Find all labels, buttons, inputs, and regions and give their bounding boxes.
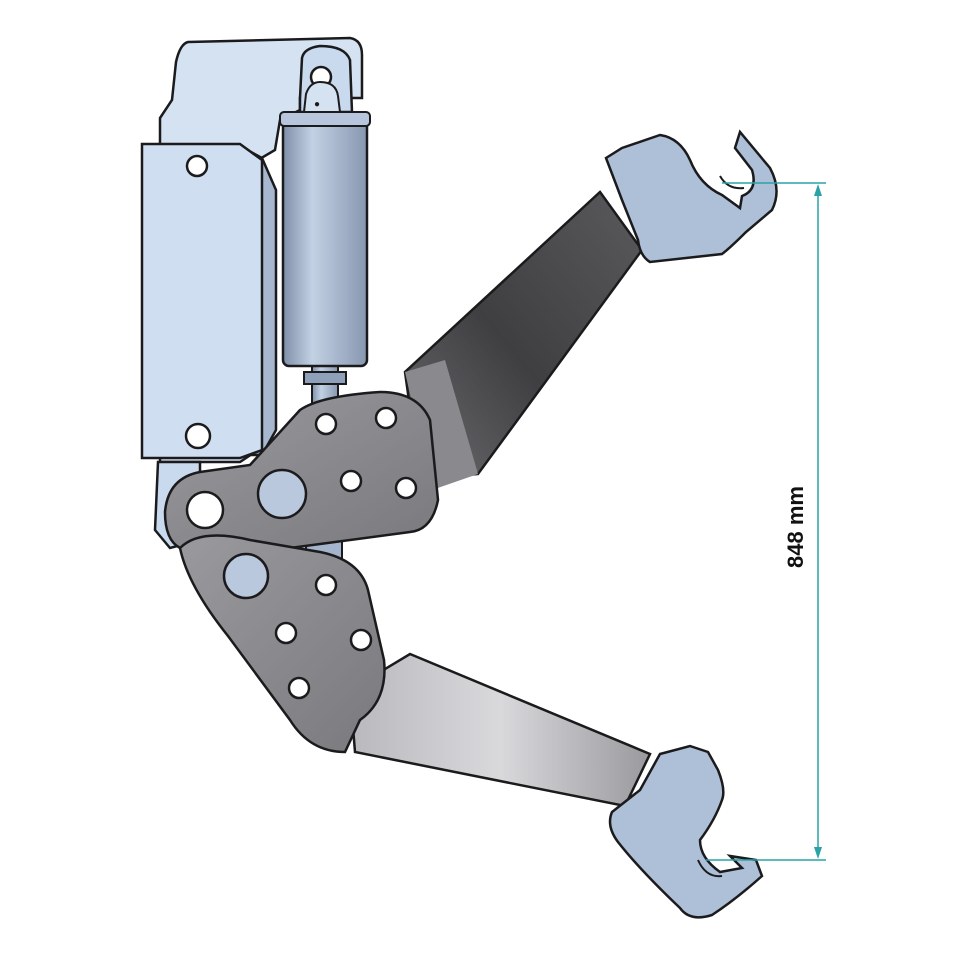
side-box-face <box>140 142 264 460</box>
upper-bolt-hole-c <box>339 469 363 493</box>
lower-bolt-hole-b <box>274 621 298 645</box>
upper-arm-plate <box>163 390 440 551</box>
side-box-hole-top <box>185 154 209 178</box>
upper-arm <box>163 190 644 551</box>
upper-bolt-hole-d <box>394 476 418 500</box>
cylinder-eye <box>302 80 342 113</box>
side-box-hole-bottom <box>184 422 212 450</box>
upper-bolt-hole-a <box>314 412 338 436</box>
lower-hook <box>608 744 764 919</box>
lower-bolt-hole-c <box>349 628 373 652</box>
upper-arm-light-panel <box>405 360 478 490</box>
lower-bolt-hole-a <box>314 573 338 597</box>
upper-hook-body <box>604 129 778 264</box>
upper-boss <box>256 468 308 520</box>
lower-boss <box>222 552 270 600</box>
dimension-label: 848 mm <box>783 486 808 568</box>
side-box <box>140 142 278 460</box>
cylinder-collar <box>303 371 347 385</box>
lower-arm <box>178 534 652 808</box>
upper-pivot-hole <box>185 490 225 530</box>
lower-arm-body <box>348 652 652 808</box>
lower-hook-body <box>608 744 764 919</box>
dimension-marker: 848 mm <box>706 182 826 861</box>
upper-hook-notch <box>719 175 745 190</box>
dimension-arrow-top <box>814 184 822 196</box>
upper-bolt-hole-b <box>374 406 398 430</box>
cylinder-barrel <box>281 114 369 368</box>
cylinder-top-cap <box>279 111 371 127</box>
lower-bolt-hole-d <box>287 676 311 700</box>
cylinder-mark: ● <box>314 99 320 110</box>
upper-hook <box>604 129 778 264</box>
dimension-arrow-bottom <box>814 847 822 859</box>
lower-hook-notch <box>697 859 723 878</box>
